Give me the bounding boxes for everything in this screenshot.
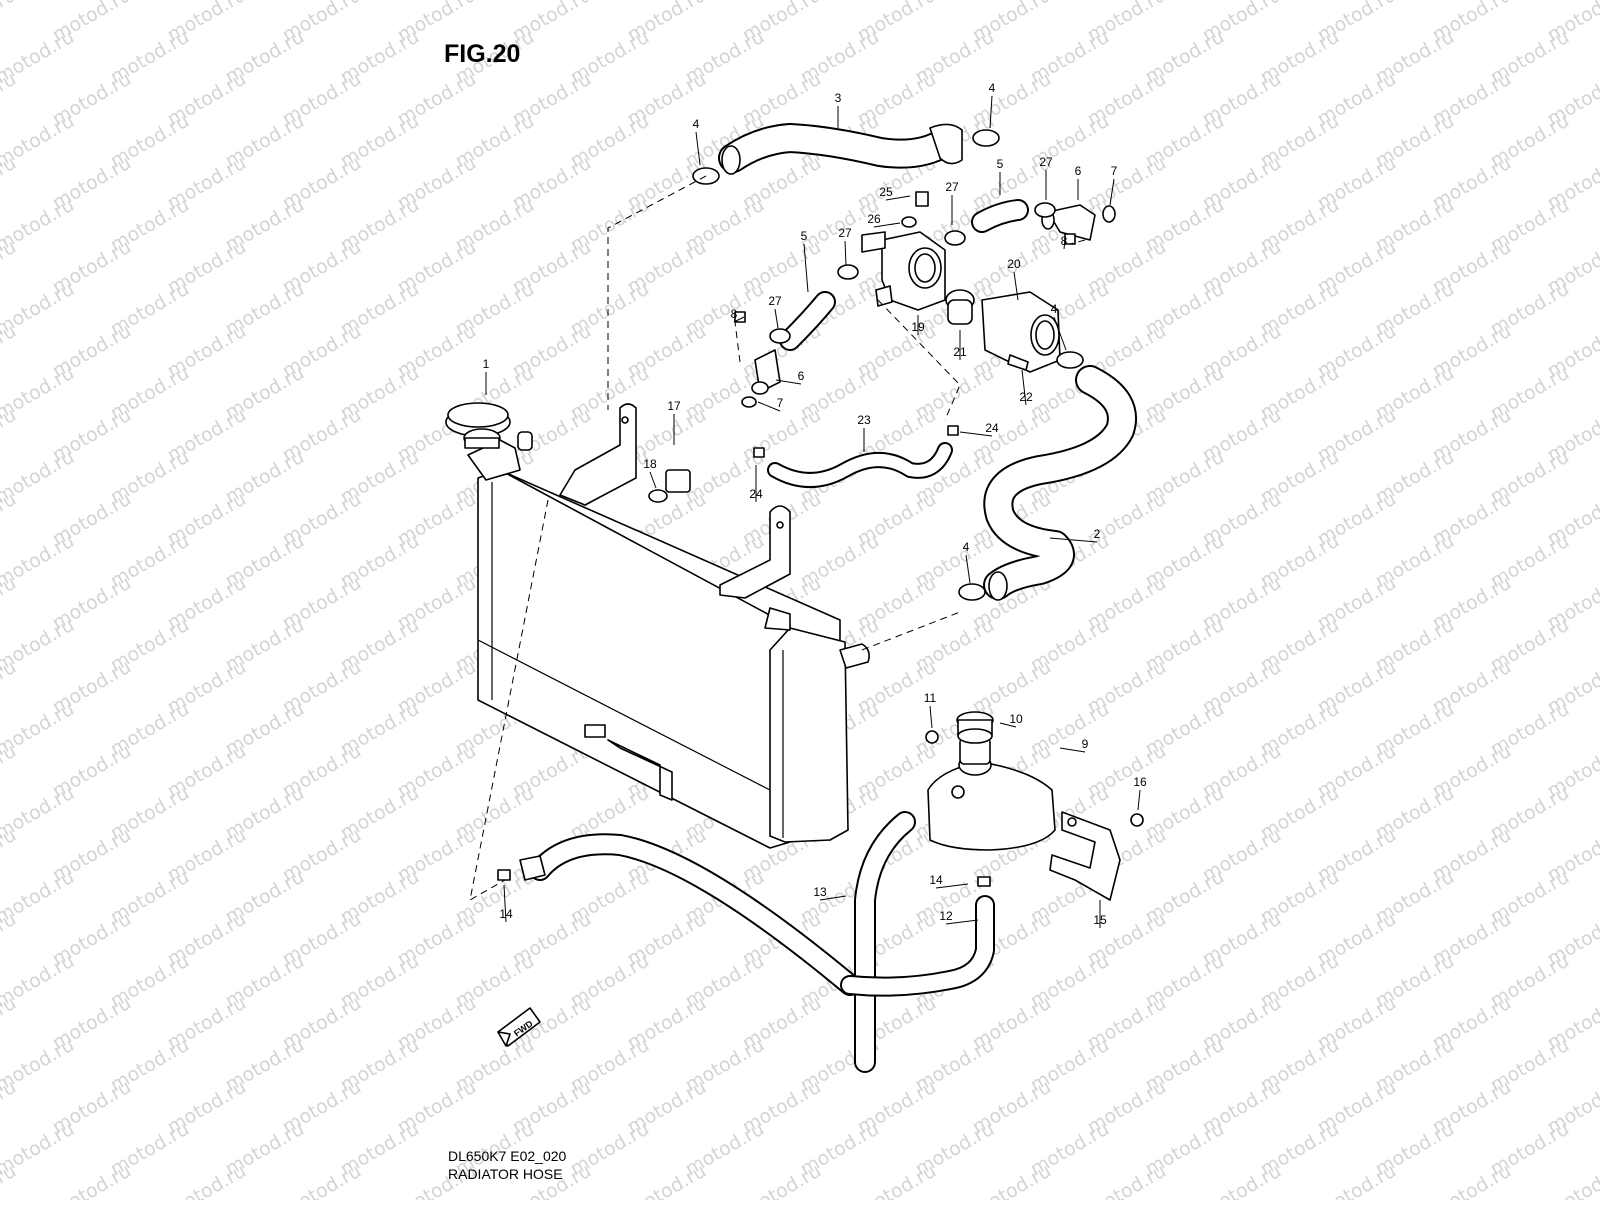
callout-label-5: 5 <box>997 157 1004 171</box>
callout-label-3: 3 <box>835 91 842 105</box>
callout-label-12: 12 <box>939 909 953 923</box>
callout-label-7: 7 <box>1111 164 1118 178</box>
callout-label-16: 16 <box>1133 775 1147 789</box>
callout-label-14: 14 <box>929 873 943 887</box>
callout-label-25: 25 <box>879 185 893 199</box>
callout-label-6: 6 <box>798 369 805 383</box>
callout-label-10: 10 <box>1009 712 1023 726</box>
callout-label-9: 9 <box>1082 737 1089 751</box>
callout-label-4: 4 <box>963 540 970 554</box>
callout-label-4: 4 <box>693 117 700 131</box>
callout-label-7: 7 <box>777 396 784 410</box>
thermostat <box>946 290 974 324</box>
callout-label-19: 19 <box>911 320 925 334</box>
watermark-text: motod.ru <box>1429 1160 1515 1200</box>
watermark-text: motod.ru <box>1314 1160 1400 1200</box>
watermark-text: motod.ru <box>279 1160 365 1200</box>
watermark-text: motod.ru <box>164 1160 250 1200</box>
callout-label-15: 15 <box>1093 913 1107 927</box>
callout-label-22: 22 <box>1019 390 1033 404</box>
callout-label-21: 21 <box>953 345 967 359</box>
callout-leader-line <box>775 309 778 328</box>
callout-label-24: 24 <box>749 487 763 501</box>
callout-label-8: 8 <box>731 307 738 321</box>
watermark-text: motod.ru <box>854 1160 940 1200</box>
callout-label-27: 27 <box>945 180 959 194</box>
callout-label-4: 4 <box>1051 302 1058 316</box>
callout-label-5: 5 <box>801 229 808 243</box>
callout-label-2: 2 <box>1094 527 1101 541</box>
callout-label-27: 27 <box>1039 155 1053 169</box>
hose-5-upper <box>982 210 1018 222</box>
watermark-text: motod.ru <box>624 1160 710 1200</box>
callout-label-1: 1 <box>483 357 490 371</box>
callout-leader-line <box>930 706 932 728</box>
callout-label-6: 6 <box>1075 164 1082 178</box>
callout-label-8: 8 <box>1061 234 1068 248</box>
callout-label-11: 11 <box>924 691 937 705</box>
watermark-text: motod.ru <box>49 1160 135 1200</box>
reservoir-cap <box>957 712 993 743</box>
hose-13 <box>520 822 905 1062</box>
callout-label-24: 24 <box>985 421 999 435</box>
figure-title: FIG.20 <box>444 40 520 69</box>
model-code: DL650K7 E02_020 <box>448 1148 566 1164</box>
callout-label-27: 27 <box>838 226 852 240</box>
callout-label-14: 14 <box>499 907 513 921</box>
callout-label-13: 13 <box>813 885 827 899</box>
callout-leader-line <box>1138 790 1140 810</box>
watermark-text: motod.ru <box>1084 1160 1170 1200</box>
callout-label-17: 17 <box>667 399 681 413</box>
watermark-text: motod.ru <box>1199 1160 1285 1200</box>
watermark-text: motod.ru <box>739 1160 825 1200</box>
watermark-text: motod.ru <box>1544 1160 1600 1200</box>
section-name: RADIATOR HOSE <box>448 1166 563 1182</box>
callout-leader-line <box>650 472 656 488</box>
watermark-text: motod.ru <box>969 1160 1055 1200</box>
callout-label-23: 23 <box>857 413 871 427</box>
callout-label-27: 27 <box>768 294 782 308</box>
callout-label-20: 20 <box>1007 257 1021 271</box>
watermark-text: motod.ru <box>0 0 20 46</box>
callout-label-26: 26 <box>867 212 881 226</box>
callout-label-4: 4 <box>989 81 996 95</box>
callout-leader-line <box>845 241 846 265</box>
callout-label-18: 18 <box>643 457 657 471</box>
